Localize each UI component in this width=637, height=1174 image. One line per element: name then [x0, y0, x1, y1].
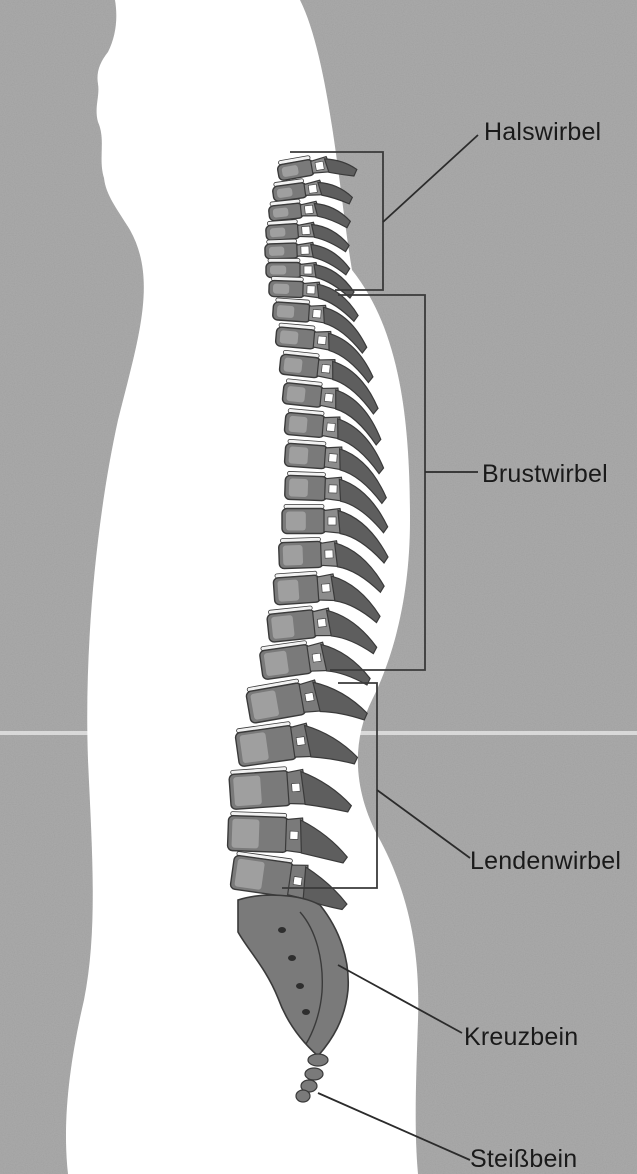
vertebral-column: [210, 150, 400, 1110]
label-lumbar: Lendenwirbel: [470, 847, 621, 875]
label-sacrum: Kreuzbein: [464, 1023, 578, 1051]
label-cervical: Halswirbel: [484, 118, 601, 146]
label-thoracic: Brustwirbel: [482, 460, 608, 488]
label-coccyx: Steißbein: [470, 1145, 577, 1173]
